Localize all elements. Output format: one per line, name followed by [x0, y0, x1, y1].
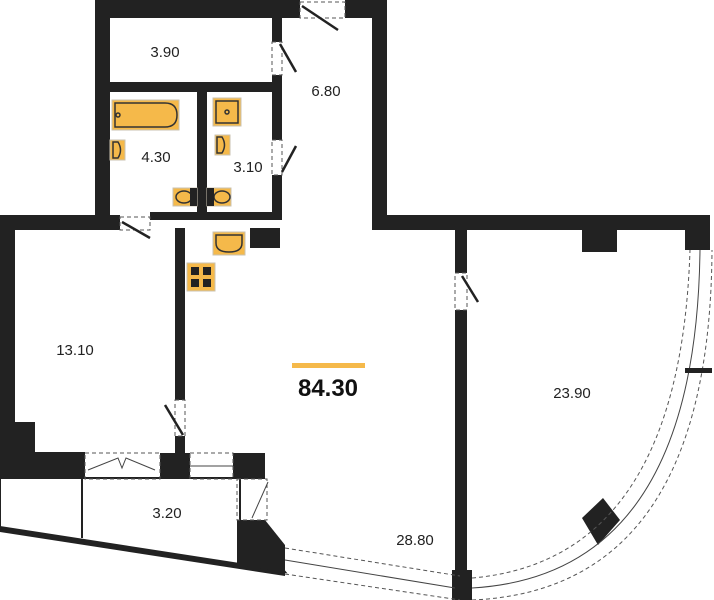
bathtub-icon [111, 99, 180, 131]
room-area-bedroom: 13.10 [56, 342, 94, 359]
shower-icon [212, 97, 242, 127]
stove-icon [186, 262, 216, 292]
room-area-bedroom-2: 23.90 [553, 385, 591, 402]
room-area-bathroom: 4.30 [141, 149, 170, 166]
kitchen-sink-icon [212, 231, 246, 256]
toilet-icon [172, 187, 198, 207]
room-area-hallway: 6.80 [311, 83, 340, 100]
total-area: 84.30 [298, 375, 358, 402]
sink-icon [109, 139, 126, 161]
room-area-toilet: 3.10 [233, 159, 262, 176]
fixtures [109, 97, 246, 292]
room-area-living-kitchen: 28.80 [396, 532, 434, 549]
windows [284, 249, 713, 600]
room-area-balcony: 3.20 [152, 505, 181, 522]
room-area-storage: 3.90 [150, 44, 179, 61]
doors [84, 1, 480, 521]
total-area-accent-bar [292, 363, 365, 368]
toilet-icon [206, 187, 232, 207]
sink-icon [214, 134, 231, 156]
